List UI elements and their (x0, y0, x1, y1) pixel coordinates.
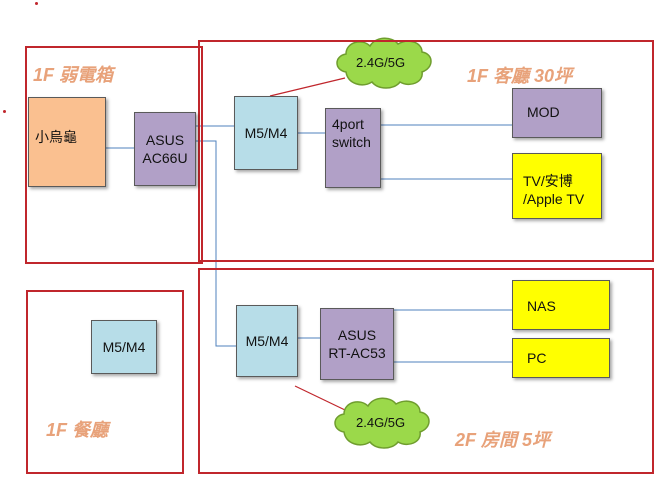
node-label: TV/安博 /Apple TV (523, 173, 585, 207)
node-label: 4port switch (332, 116, 371, 150)
node-tv-appletv: TV/安博 /Apple TV (512, 153, 602, 219)
node-label: M5/M4 (244, 125, 288, 141)
wire-ac66u-m5m4-2f (196, 140, 238, 347)
region-1f-living (198, 40, 654, 262)
node-m5m4-dining: M5/M4 (91, 320, 157, 374)
wifi-link-1f (269, 77, 346, 97)
wifi-link-2f (294, 385, 346, 411)
node-label: ASUS RT-AC53 (328, 327, 386, 361)
node-asus-ac66u: ASUS AC66U (134, 112, 196, 186)
marker-dot (3, 110, 6, 113)
node-pc: PC (512, 338, 610, 378)
node-nas: NAS (512, 280, 610, 330)
region-label-1f-box: 1F 弱電箱 (33, 65, 114, 85)
node-label: NAS (527, 298, 556, 314)
node-label: ASUS AC66U (142, 132, 188, 166)
region-label-1f-dining: 1F 餐廳 (46, 420, 109, 440)
node-label: M5/M4 (102, 339, 146, 355)
region-1f-dining (26, 290, 184, 474)
region-2f-room (198, 268, 654, 474)
node-turtle-modem: 小烏龜 (28, 97, 106, 187)
region-1f-box (25, 46, 203, 264)
cloud-1f-shape (336, 37, 432, 89)
node-m5m4-2f: M5/M4 (236, 305, 298, 377)
cloud-1f-label: 2.4G/5G (356, 55, 406, 70)
node-label: PC (527, 350, 547, 366)
node-4port-switch: 4port switch (325, 108, 381, 188)
cloud-2f-shape (334, 397, 430, 449)
node-label: M5/M4 (245, 333, 289, 349)
node-label: 小烏龜 (35, 129, 77, 145)
node-m5m4-1f: M5/M4 (234, 96, 298, 170)
marker-dot (35, 2, 38, 5)
node-label: MOD (527, 104, 560, 120)
region-label-2f-room: 2F 房間 5坪 (455, 430, 551, 450)
region-label-1f-living: 1F 客廳 30坪 (467, 66, 573, 86)
cloud-2f-label: 2.4G/5G (356, 415, 406, 430)
node-mod: MOD (512, 88, 602, 138)
node-asus-rt-ac53: ASUS RT-AC53 (320, 308, 394, 380)
